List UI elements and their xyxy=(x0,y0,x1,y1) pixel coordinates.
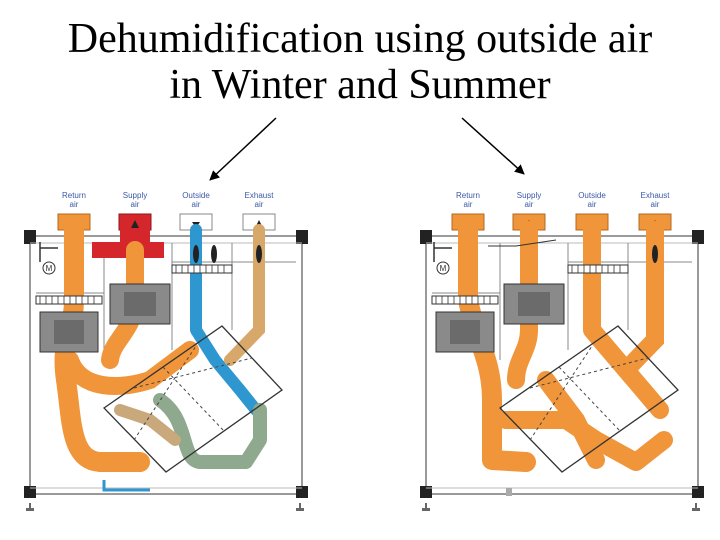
outside-air-flow xyxy=(190,224,262,416)
exhaust-air-label-2: air xyxy=(255,200,264,209)
return-air-flow xyxy=(458,220,536,472)
drain-pipe xyxy=(506,488,512,496)
duct-labels: Return air Supply air Outside air Exhaus… xyxy=(456,191,670,209)
fan-icon xyxy=(503,283,565,325)
outside-air-label-2: air xyxy=(192,200,201,209)
return-air-label-2: air xyxy=(464,200,473,209)
title-line-2: in Winter and Summer xyxy=(169,62,551,108)
return-air-label-2: air xyxy=(70,200,79,209)
summer-unit-diagram: Return air Supply air Outside air Exhaus… xyxy=(419,191,705,512)
fan-icon xyxy=(109,283,171,325)
fan-icon xyxy=(39,311,99,353)
supply-air-label-1: Supply xyxy=(517,191,541,200)
outside-air-label-1: Outside xyxy=(182,191,210,200)
damper-icon xyxy=(193,245,262,263)
duct-collars xyxy=(451,213,672,231)
arrow-icon xyxy=(209,117,277,181)
supply-duct xyxy=(120,228,150,246)
title-line-1: Dehumidification using outside air xyxy=(67,16,653,62)
filter-strip xyxy=(35,295,103,305)
tempered-air-flow xyxy=(537,371,605,469)
duct-labels: Return air Supply air Outside air Exhaus… xyxy=(62,191,274,209)
bypass-line xyxy=(488,239,557,247)
valve-icon: M xyxy=(39,242,58,275)
filter-strip xyxy=(431,295,499,305)
heat-exchanger xyxy=(499,325,679,473)
outside-air-label-2: air xyxy=(588,200,597,209)
filter-strip xyxy=(171,264,233,274)
svg-text:M: M xyxy=(440,264,447,273)
outside-air-flow xyxy=(583,221,669,419)
exhaust-air-flow xyxy=(224,224,265,366)
tempered-air-flow xyxy=(114,404,181,446)
supply-air-label-1: Supply xyxy=(123,191,147,200)
filter-strip xyxy=(567,264,629,274)
duct-collars xyxy=(57,213,276,231)
return-air-branch xyxy=(61,341,199,395)
heat-exchanger xyxy=(103,325,283,473)
arrow-icon xyxy=(461,117,525,175)
exhaust-air-label-2: air xyxy=(651,200,660,209)
return-air-label-1: Return xyxy=(456,191,480,200)
supply-air-label-2: air xyxy=(525,200,534,209)
winter-unit-diagram: Return air Supply air Outside air Exhaus… xyxy=(23,191,309,512)
fan-icon xyxy=(435,311,495,353)
supply-air-flow xyxy=(507,221,538,389)
drain-pipe xyxy=(102,480,150,492)
outside-air-label-1: Outside xyxy=(578,191,606,200)
exhaust-air-label-1: Exhaust xyxy=(641,191,671,200)
mixed-air-flow xyxy=(153,393,267,469)
slide-title: Dehumidification using outside air in Wi… xyxy=(0,16,720,108)
exhaust-air-flow xyxy=(617,221,664,379)
exhaust-air-label-1: Exhaust xyxy=(245,191,275,200)
supply-air-label-2: air xyxy=(131,200,140,209)
return-air-label-1: Return xyxy=(62,191,86,200)
valve-icon: M xyxy=(433,242,452,275)
damper-icon xyxy=(652,245,658,263)
svg-text:M: M xyxy=(46,264,53,273)
